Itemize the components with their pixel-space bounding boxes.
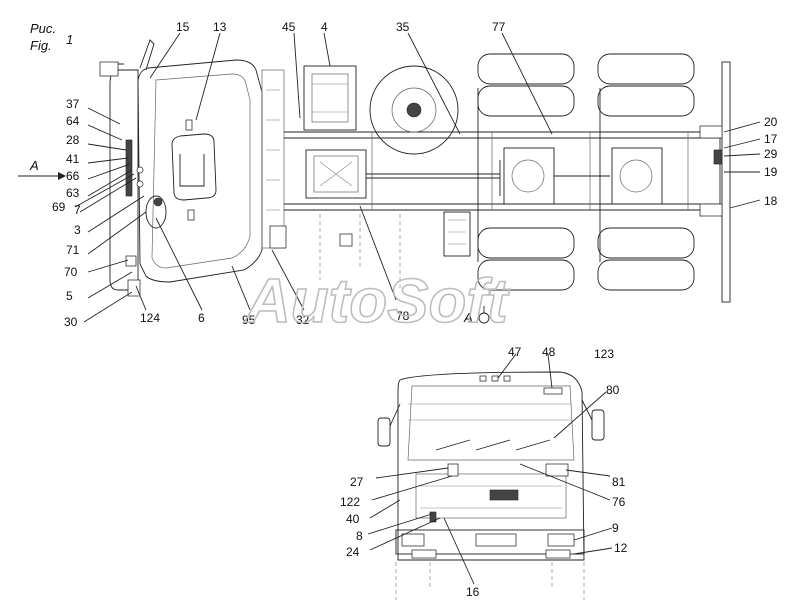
callout-29: 29 [764, 147, 778, 161]
view-a-label-text: A [463, 310, 473, 325]
callout-95: 95 [242, 313, 256, 327]
callout-71: 71 [66, 243, 80, 257]
callout-20: 20 [764, 115, 778, 129]
callout-47: 47 [508, 345, 522, 359]
callout-124: 124 [140, 311, 160, 325]
callout-5: 5 [66, 289, 73, 303]
callouts-top-view: 15 13 45 4 35 77 37 64 28 41 66 63 7 69 … [52, 20, 778, 329]
view-a-arrow-label: A [29, 158, 39, 173]
front-view [377, 371, 605, 600]
callout-80: 80 [606, 383, 620, 397]
callout-15: 15 [176, 20, 190, 34]
battery-box [443, 211, 471, 257]
callouts-front-view: 47 48 123 80 27 81 122 76 40 8 24 9 12 1… [340, 345, 628, 599]
leader-lines [74, 32, 761, 585]
callout-12: 12 [614, 541, 628, 555]
gearbox-top [305, 149, 500, 199]
callout-28: 28 [66, 133, 80, 147]
callout-45: 45 [282, 20, 296, 34]
callout-78: 78 [396, 309, 410, 323]
top-view [99, 39, 731, 303]
spare-wheel [369, 65, 459, 155]
callout-32: 32 [296, 313, 310, 327]
callout-30: 30 [64, 315, 78, 329]
callout-9: 9 [612, 521, 619, 535]
callout-35: 35 [396, 20, 410, 34]
under-frame-details [269, 214, 401, 290]
view-a-label: A [463, 306, 490, 325]
callout-40: 40 [346, 512, 360, 526]
callout-48: 48 [542, 345, 556, 359]
callout-66: 66 [66, 169, 80, 183]
callout-17: 17 [764, 132, 778, 146]
callout-24: 24 [346, 545, 360, 559]
front-bumper-top [99, 39, 167, 297]
callout-19: 19 [764, 165, 778, 179]
callout-77: 77 [492, 20, 506, 34]
figure-label-en: Fig. [30, 38, 52, 53]
rear-wheels-left [477, 53, 695, 117]
callout-7: 7 [74, 203, 81, 217]
callout-70: 70 [64, 265, 78, 279]
figure-number: 1 [66, 32, 73, 47]
callout-37: 37 [66, 97, 80, 111]
callout-123: 123 [594, 347, 614, 361]
callout-122: 122 [340, 495, 360, 509]
callout-63: 63 [66, 186, 80, 200]
callout-69: 69 [52, 200, 66, 214]
figure-label-ru: Рис. [30, 21, 56, 36]
callout-8: 8 [356, 529, 363, 543]
callout-81: 81 [612, 475, 626, 489]
callout-6: 6 [198, 311, 205, 325]
callout-3: 3 [74, 223, 81, 237]
frame-top [284, 61, 731, 303]
callout-76: 76 [612, 495, 626, 509]
view-a-arrow: A [18, 158, 66, 180]
cab-top [137, 59, 285, 283]
callout-41: 41 [66, 152, 80, 166]
callout-27: 27 [350, 475, 364, 489]
fuel-tank [303, 65, 357, 131]
callout-4: 4 [321, 20, 328, 34]
callout-13: 13 [213, 20, 227, 34]
rear-wheels-right [477, 227, 695, 291]
callout-16: 16 [466, 585, 480, 599]
watermark: AutoSoft [244, 267, 510, 336]
rear-axles [477, 88, 663, 262]
callout-64: 64 [66, 114, 80, 128]
callout-18: 18 [764, 194, 778, 208]
